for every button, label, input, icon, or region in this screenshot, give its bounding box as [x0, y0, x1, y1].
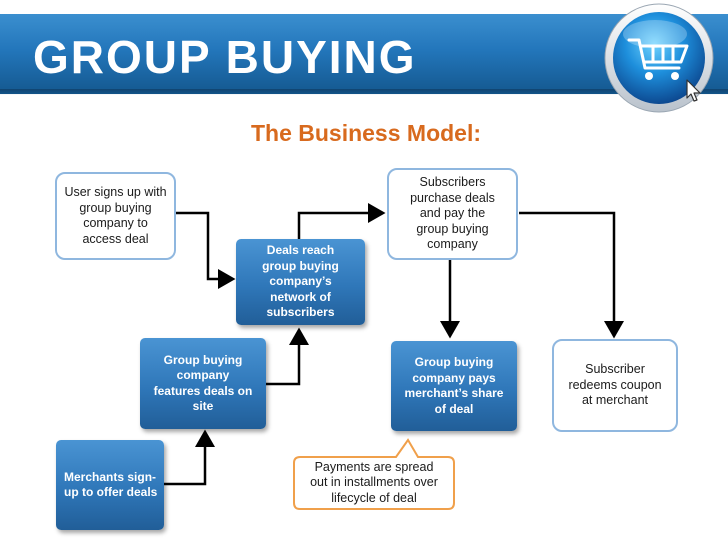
callout-bubble: [293, 438, 455, 510]
node-features-deals-label: Group buying company features deals on s…: [153, 352, 253, 414]
node-redeems-coupon: Subscriber redeems coupon at merchant: [552, 339, 678, 432]
node-features-deals: Group buying company features deals on s…: [140, 338, 266, 429]
node-redeems-coupon-label: Subscriber redeems coupon at merchant: [568, 362, 662, 408]
node-user-signup-label: User signs up with group buying company …: [64, 185, 167, 246]
payment-callout-text: Payments are spread out in installments …: [310, 459, 438, 505]
banner-shadow: [0, 89, 728, 95]
connector-signup-to-deals: [176, 211, 236, 289]
node-company-pays-label: Group buying company pays merchant’s sha…: [404, 355, 504, 416]
shopping-cart-icon: [601, 0, 717, 116]
node-subscribers-purchase: Subscribers purchase deals and pay the g…: [387, 168, 518, 260]
node-user-signup: User signs up with group buying company …: [55, 172, 176, 260]
node-merchants-signup: Merchants sign- up to offer deals: [56, 440, 164, 530]
node-deals-reach-label: Deals reach group buying company’s netwo…: [262, 243, 339, 320]
diagram-subtitle: The Business Model:: [250, 120, 482, 146]
page-title: GROUP BUYING: [33, 31, 417, 83]
connector-deals-to-purchase: [297, 203, 386, 239]
node-deals-reach: Deals reach group buying company’s netwo…: [236, 239, 365, 325]
payment-callout: Payments are spread out in installments …: [294, 457, 454, 509]
connector-features-to-deals: [264, 327, 309, 386]
node-company-pays: Group buying company pays merchant’s sha…: [391, 341, 517, 431]
node-subscribers-purchase-label: Subscribers purchase deals and pay the g…: [410, 175, 495, 252]
node-merchants-signup-label: Merchants sign- up to offer deals: [64, 469, 158, 500]
connector-purchase-to-redeems: [519, 211, 624, 339]
connector-merchants-to-features: [164, 429, 215, 486]
